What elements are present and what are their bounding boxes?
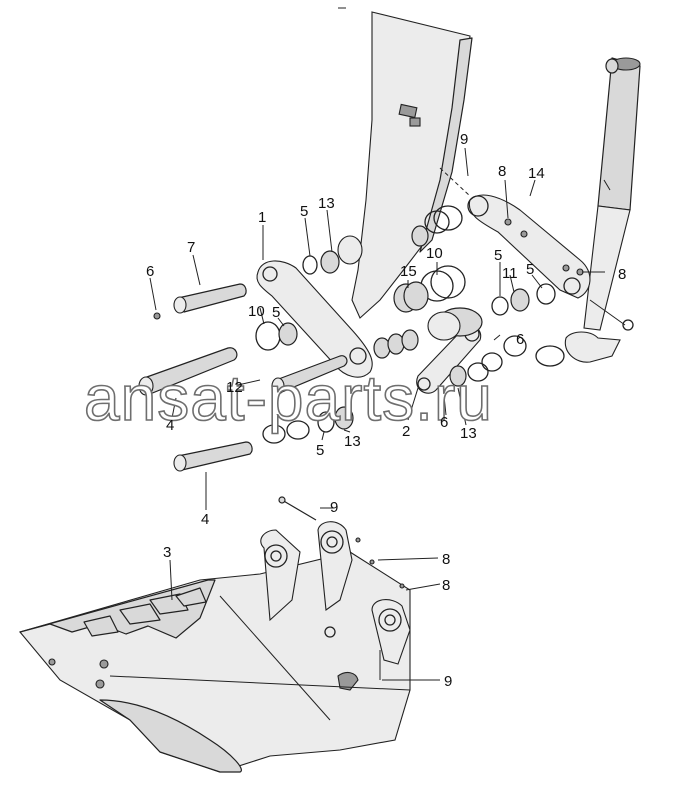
h-link [439,167,591,299]
callout-5-right: 5 [526,261,534,278]
callout-8-top: 8 [498,163,506,180]
bushing-group-middle [373,283,621,387]
pin-12 [271,355,348,395]
callout-10-upper: 10 [426,245,443,262]
arm-stick [338,7,473,319]
callout-9-top: 9 [460,131,468,148]
callout-2: 2 [402,423,410,440]
arm-lug [256,260,373,378]
callout-3: 3 [163,544,171,561]
bucket-cylinder [583,57,641,331]
pin-4-lower [173,441,253,472]
callout-11: 11 [502,265,518,282]
callout-5-mid: 5 [494,247,502,264]
leader-lines [149,147,605,681]
bushing-group-lower [255,321,354,444]
callout-12: 12 [226,379,243,396]
callout-6-bottom: 6 [440,414,448,431]
pin-4-upper [138,347,238,396]
bucket [19,521,411,773]
callout-4-upper: 4 [166,417,174,434]
callout-4-lower: 4 [201,511,209,528]
callout-8-right: 8 [618,266,626,283]
callout-13-top: 13 [318,195,335,212]
callout-5-top: 5 [300,203,308,220]
callout-5-bottom: 5 [316,442,324,459]
callout-6-left: 6 [146,263,154,280]
callout-labels: 1 2 3 4 4 5 5 5 5 5 6 6 6 7 8 8 8 8 9 9 … [146,131,626,690]
callout-13-bottom: 13 [344,433,361,450]
callout-5-left: 5 [272,304,280,321]
pin-7 [153,283,247,320]
callout-8-bucket-upper: 8 [442,551,450,568]
callout-13-mid: 13 [460,425,477,442]
watermark-text: ansat-parts.ru [84,362,493,434]
callout-10-lower: 10 [248,303,265,320]
callout-8-bucket-lower: 8 [442,577,450,594]
callout-7: 7 [187,239,195,256]
callout-6-right: 6 [516,331,524,348]
callout-1: 1 [258,209,266,226]
callout-15: 15 [400,263,417,280]
callout-9-bucket-upper: 9 [330,499,338,516]
callout-9-bucket-lower: 9 [444,673,452,690]
pin-9 [278,496,317,521]
bushing-group-upper [302,205,466,313]
callout-14: 14 [528,165,545,182]
